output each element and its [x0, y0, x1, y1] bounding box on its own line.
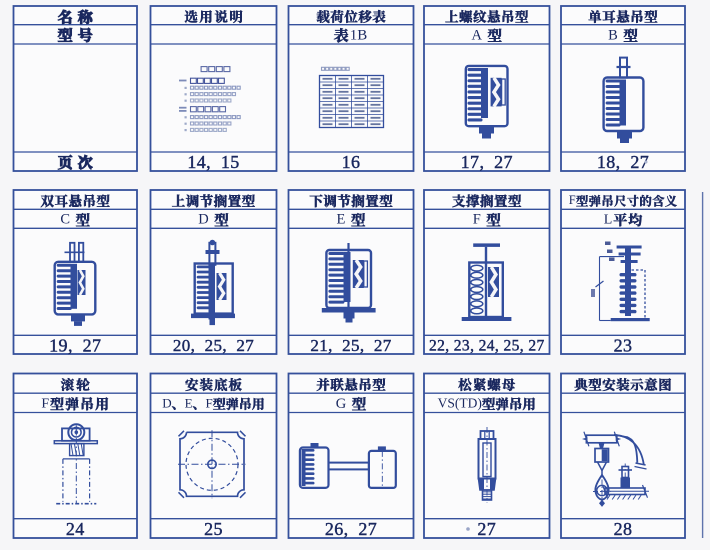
- svg-text:F: F: [569, 193, 576, 207]
- svg-text:18, 27: 18, 27: [597, 152, 649, 172]
- svg-text:25: 25: [204, 519, 223, 539]
- svg-text:14, 15: 14, 15: [187, 152, 239, 172]
- svg-text:D: D: [162, 395, 171, 410]
- svg-text:17, 27: 17, 27: [461, 152, 513, 172]
- svg-text:VS(TD): VS(TD): [438, 396, 482, 411]
- svg-text:E: E: [337, 212, 349, 228]
- svg-text:28: 28: [614, 519, 633, 539]
- svg-text:D: D: [198, 212, 212, 228]
- svg-text:G: G: [336, 396, 350, 412]
- svg-text:20, 25, 27: 20, 25, 27: [173, 336, 254, 355]
- svg-text:23: 23: [614, 335, 633, 355]
- svg-text:F: F: [41, 397, 49, 412]
- svg-text:19, 27: 19, 27: [49, 335, 101, 355]
- svg-text:F: F: [473, 212, 485, 228]
- svg-text:L: L: [604, 213, 613, 228]
- svg-text:26, 27: 26, 27: [325, 519, 377, 539]
- svg-text:24: 24: [66, 519, 85, 539]
- svg-text:1B: 1B: [350, 27, 368, 43]
- svg-text:C: C: [60, 212, 73, 228]
- svg-text:27: 27: [477, 519, 496, 539]
- svg-text:22, 23, 24, 25, 27: 22, 23, 24, 25, 27: [429, 337, 545, 354]
- svg-text:A: A: [472, 27, 485, 43]
- svg-text:F: F: [206, 395, 213, 410]
- svg-text:E: E: [185, 395, 193, 410]
- svg-text:16: 16: [342, 152, 361, 172]
- svg-text:21, 25, 27: 21, 25, 27: [310, 336, 391, 355]
- svg-text:B: B: [608, 27, 621, 43]
